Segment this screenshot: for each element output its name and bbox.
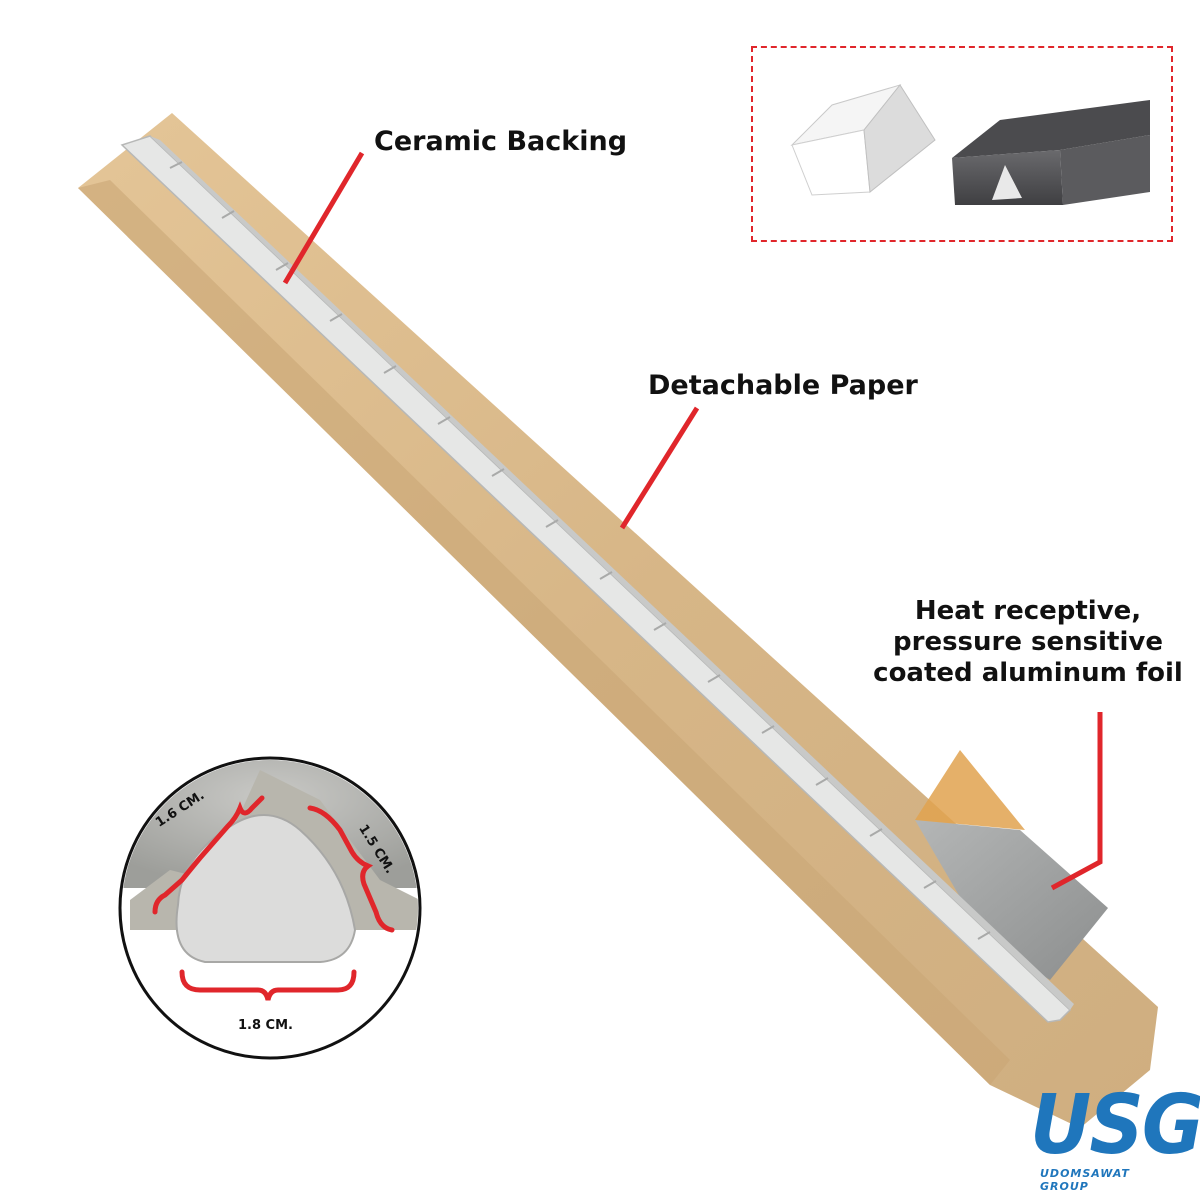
- ceramic-backing-label: Ceramic Backing: [374, 126, 628, 157]
- detachable-paper-label: Detachable Paper: [648, 370, 918, 401]
- foil-label-line-1: Heat receptive,: [914, 596, 1142, 626]
- dimension-base-label: 1.8 CM.: [238, 1018, 293, 1033]
- inset-gray-block: [952, 100, 1150, 205]
- usg-logo: USG UDOMSAWAT GROUP: [1030, 1078, 1200, 1195]
- logo-mark: USG: [1030, 1078, 1200, 1173]
- aluminum-foil: [915, 820, 1108, 980]
- paper-callout-line: [619, 406, 700, 530]
- foil-callout-line: [1050, 712, 1103, 891]
- foil-label: Heat receptive, pressure sensitive coate…: [868, 596, 1188, 690]
- detachable-paper: [78, 113, 1158, 1128]
- dimension-brackets: [152, 795, 395, 1001]
- logo-subtitle: UDOMSAWAT GROUP: [1040, 1167, 1130, 1193]
- ceramic-segment-joints: [169, 161, 991, 940]
- ceramic-callout-line: [282, 151, 365, 285]
- ceramic-backing: [120, 135, 1072, 1023]
- foil-label-line-2: pressure sensitive: [893, 627, 1163, 658]
- inset-ceramic-block: [790, 84, 936, 196]
- foil-label-line-3: coated aluminum foil: [873, 658, 1183, 689]
- inset-illustration-frame: [751, 46, 1173, 242]
